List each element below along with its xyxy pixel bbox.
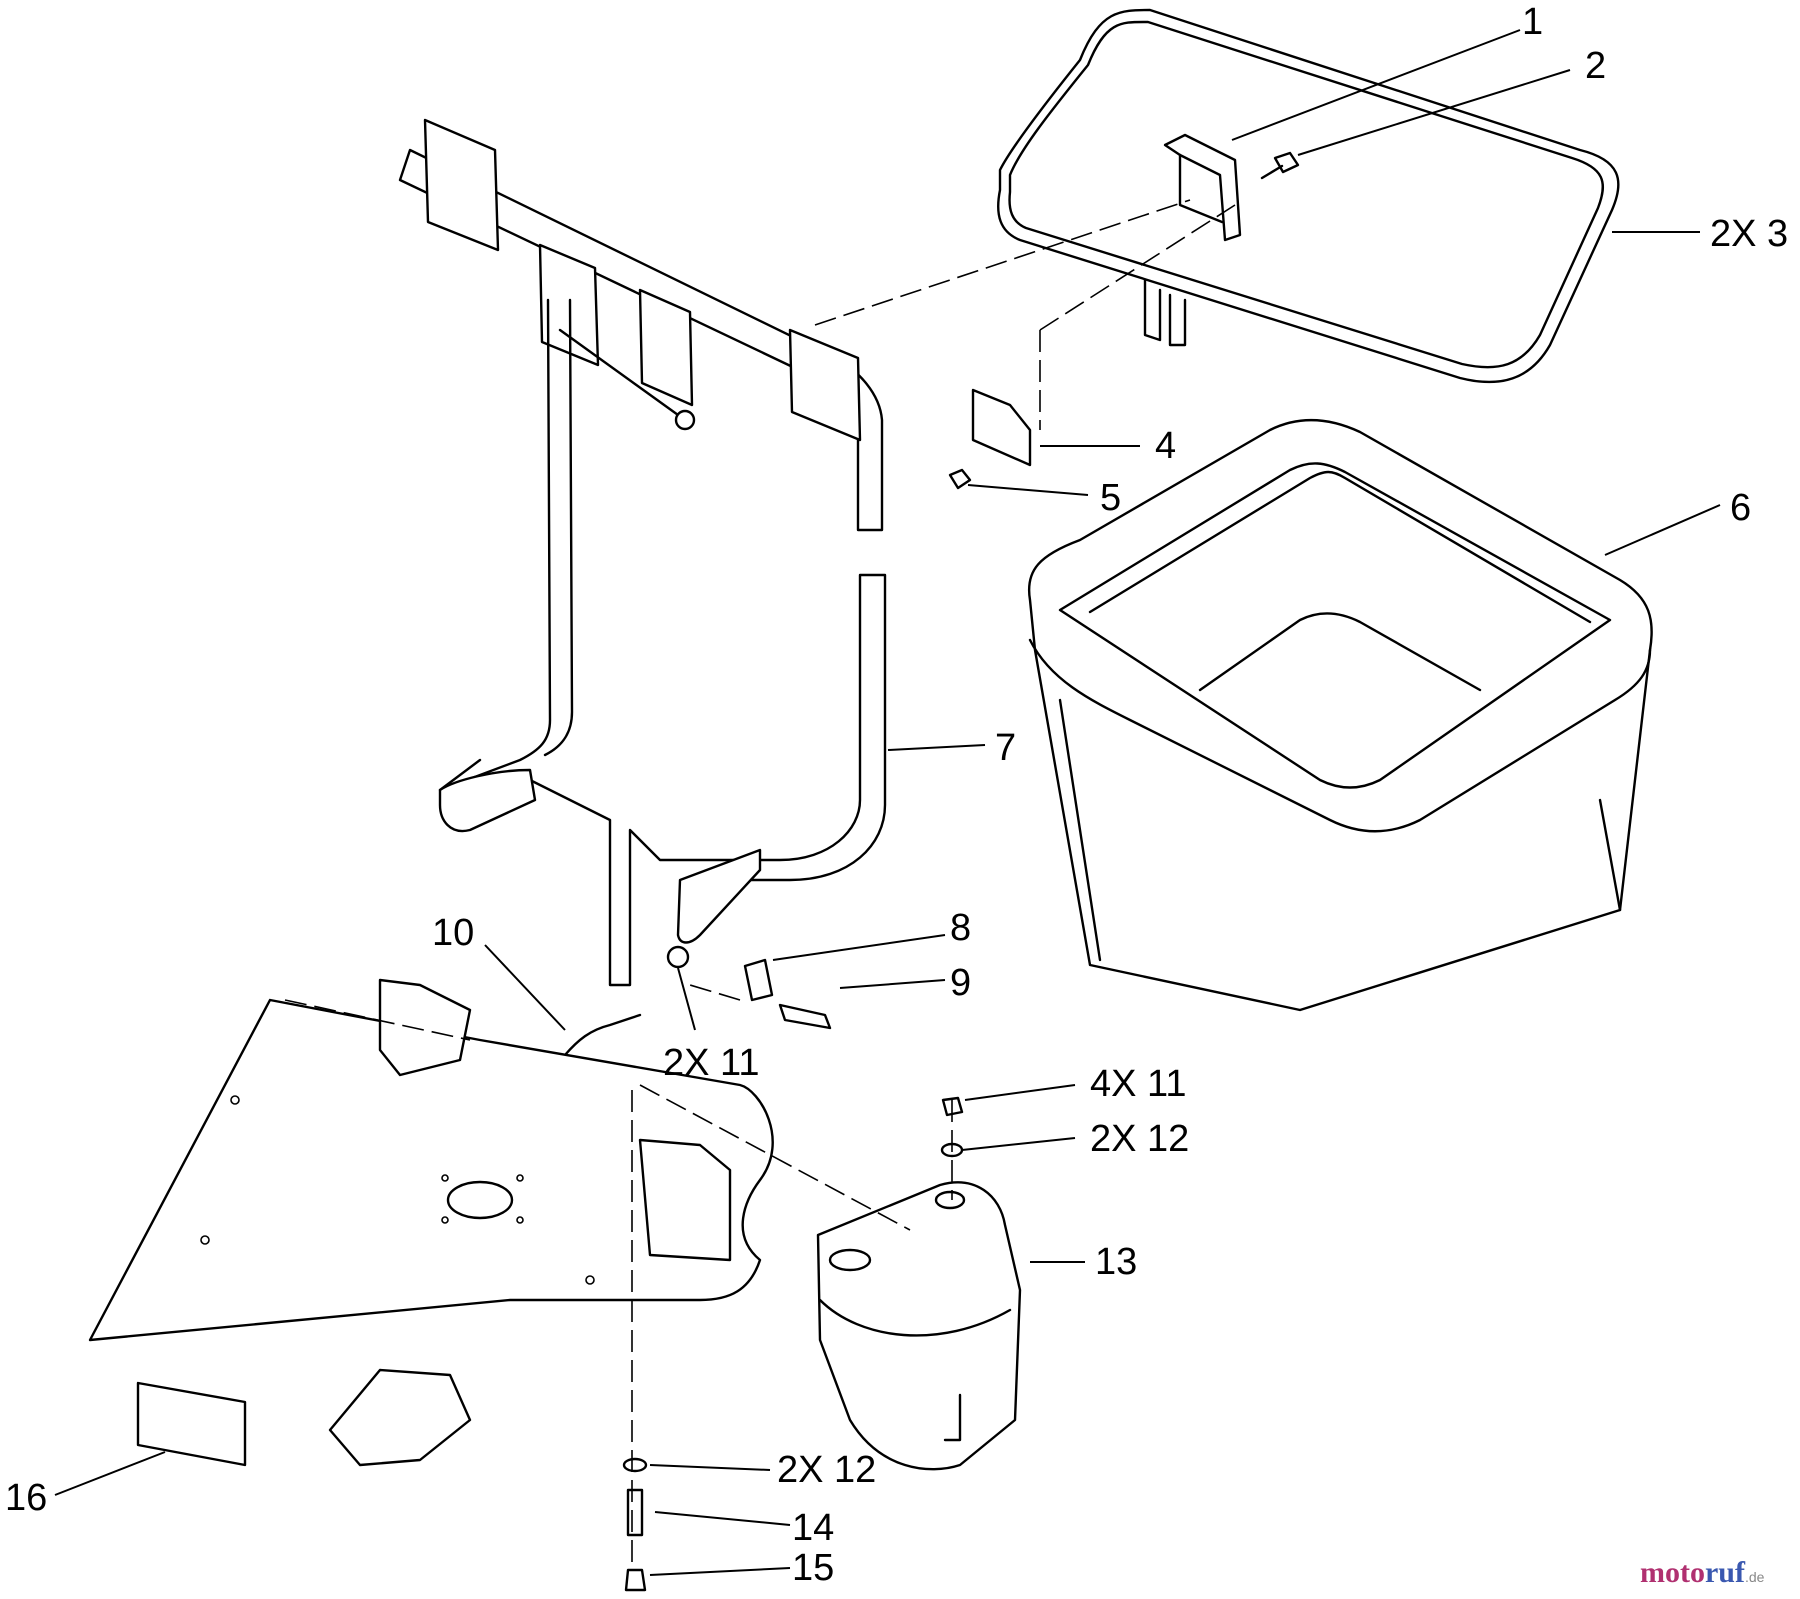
callout-15: 15 — [792, 1547, 834, 1589]
part-11-nut — [666, 945, 690, 969]
part-5-nut — [948, 468, 972, 490]
mount-plate — [88, 978, 774, 1467]
callout-14: 14 — [792, 1507, 834, 1549]
callout-10: 10 — [432, 912, 474, 954]
callout-5: 5 — [1100, 477, 1121, 519]
callout-4x-11: 4X 11 — [1090, 1063, 1186, 1105]
part-4-bracket — [971, 388, 1032, 467]
callout-13: 13 — [1095, 1241, 1137, 1283]
callout-2x-12-bottom: 2X 12 — [777, 1449, 876, 1491]
callout-4: 4 — [1155, 425, 1176, 467]
callout-1: 1 — [1522, 1, 1543, 43]
watermark: motoruf.de — [1640, 1556, 1765, 1589]
callout-labels: 1 2 2X 3 4 5 6 7 8 9 10 2X 11 4X 11 2X 1… — [5, 1, 1788, 1589]
part-8-spacer — [743, 958, 774, 1002]
watermark-part2: ruf — [1705, 1556, 1746, 1589]
svg-text:motoruf.de: motoruf.de — [1640, 1556, 1765, 1589]
part-10-pin — [563, 1013, 642, 1057]
part-1-bracket — [1163, 133, 1242, 242]
callout-16: 16 — [5, 1477, 47, 1519]
part-13-weight — [816, 1181, 1022, 1471]
watermark-part1: moto — [1640, 1556, 1705, 1589]
part-16-decal — [136, 1381, 247, 1467]
assembly-lines — [284, 199, 1236, 1570]
leader-lines — [54, 29, 1721, 1576]
part-6-bag — [1027, 418, 1653, 1012]
part-7-rod — [438, 298, 887, 987]
watermark-suffix: .de — [1745, 1569, 1765, 1585]
part-12-washer — [622, 1457, 648, 1473]
part-15-nut — [624, 1568, 647, 1592]
callout-2: 2 — [1585, 45, 1606, 87]
callout-7: 7 — [995, 727, 1016, 769]
callout-8: 8 — [950, 907, 971, 949]
callout-9: 9 — [950, 962, 971, 1004]
part-2-screw — [1260, 151, 1300, 180]
hopper-frame — [997, 8, 1620, 384]
callout-6: 6 — [1730, 487, 1751, 529]
part-9-bolt — [778, 1003, 832, 1030]
callout-2x-11: 2X 11 — [663, 1042, 759, 1084]
callout-2x-12-top: 2X 12 — [1090, 1118, 1189, 1160]
part-14-bolt — [626, 1488, 644, 1537]
callout-3: 2X 3 — [1710, 213, 1788, 255]
mount-bar-assembly — [398, 118, 884, 532]
